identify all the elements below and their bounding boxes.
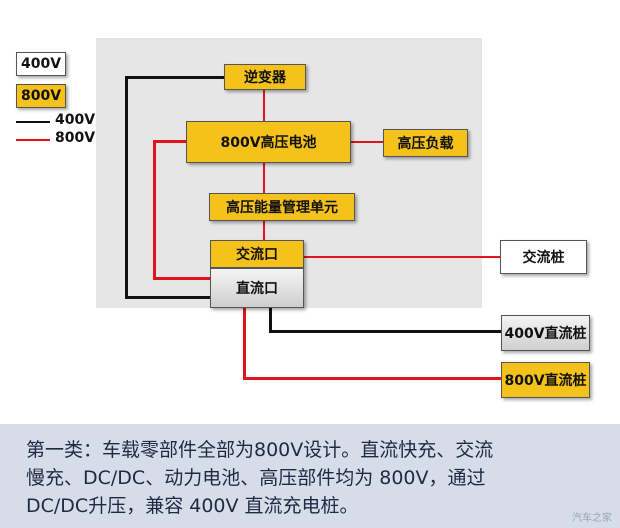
wire-acport-acpile	[303, 256, 501, 258]
caption-line-1: 第一类：车载零部件全部为800V设计。直流快充、交流	[26, 439, 494, 461]
caption-panel: 第一类：车载零部件全部为800V设计。直流快充、交流 慢充、DC/DC、动力电池…	[0, 424, 620, 528]
legend-800v-line	[16, 139, 50, 141]
wire-acport-left-h	[153, 277, 211, 280]
wire-inverter-battery	[263, 89, 265, 121]
ac-pile-box: 交流桩	[500, 240, 587, 274]
battery-box: 800V高压电池	[186, 121, 351, 163]
wire-inverter-left-v	[125, 76, 128, 298]
dc-pile-400-box: 400V直流桩	[501, 315, 590, 351]
wire-battery-load	[350, 141, 384, 143]
ac-port-box: 交流口	[210, 240, 304, 268]
hv-load-box: 高压负载	[383, 129, 468, 157]
legend-400v-box: 400V	[16, 52, 66, 76]
wire-energy-acport	[263, 220, 265, 240]
wire-battery-left-v	[153, 140, 156, 280]
dc-pile-800-box: 800V直流桩	[501, 362, 590, 398]
wire-dcport-left-h	[125, 296, 211, 299]
wire-dc400-h	[269, 330, 502, 333]
wire-dc800-down	[243, 308, 246, 380]
wire-dc800-h	[243, 377, 502, 380]
hv-energy-mgmt-box: 高压能量管理单元	[209, 193, 355, 221]
legend-800v-line-label: 800V	[55, 130, 96, 146]
caption-line-3: DC/DC升压，兼容 400V 直流充电桩。	[26, 495, 359, 517]
wire-dc400-down	[269, 308, 272, 332]
legend-400v-line	[16, 121, 50, 123]
dc-port-box: 直流口	[210, 268, 304, 308]
wire-battery-energy	[263, 163, 265, 193]
caption-line-2: 慢充、DC/DC、动力电池、高压部件均为 800V，通过	[26, 467, 486, 489]
wire-inverter-left-h	[125, 76, 225, 79]
inverter-box: 逆变器	[224, 64, 306, 90]
legend-800v-box: 800V	[16, 84, 66, 108]
watermark: 汽车之家	[572, 513, 612, 524]
wire-battery-left-h	[153, 140, 187, 143]
legend-400v-line-label: 400V	[55, 112, 96, 128]
